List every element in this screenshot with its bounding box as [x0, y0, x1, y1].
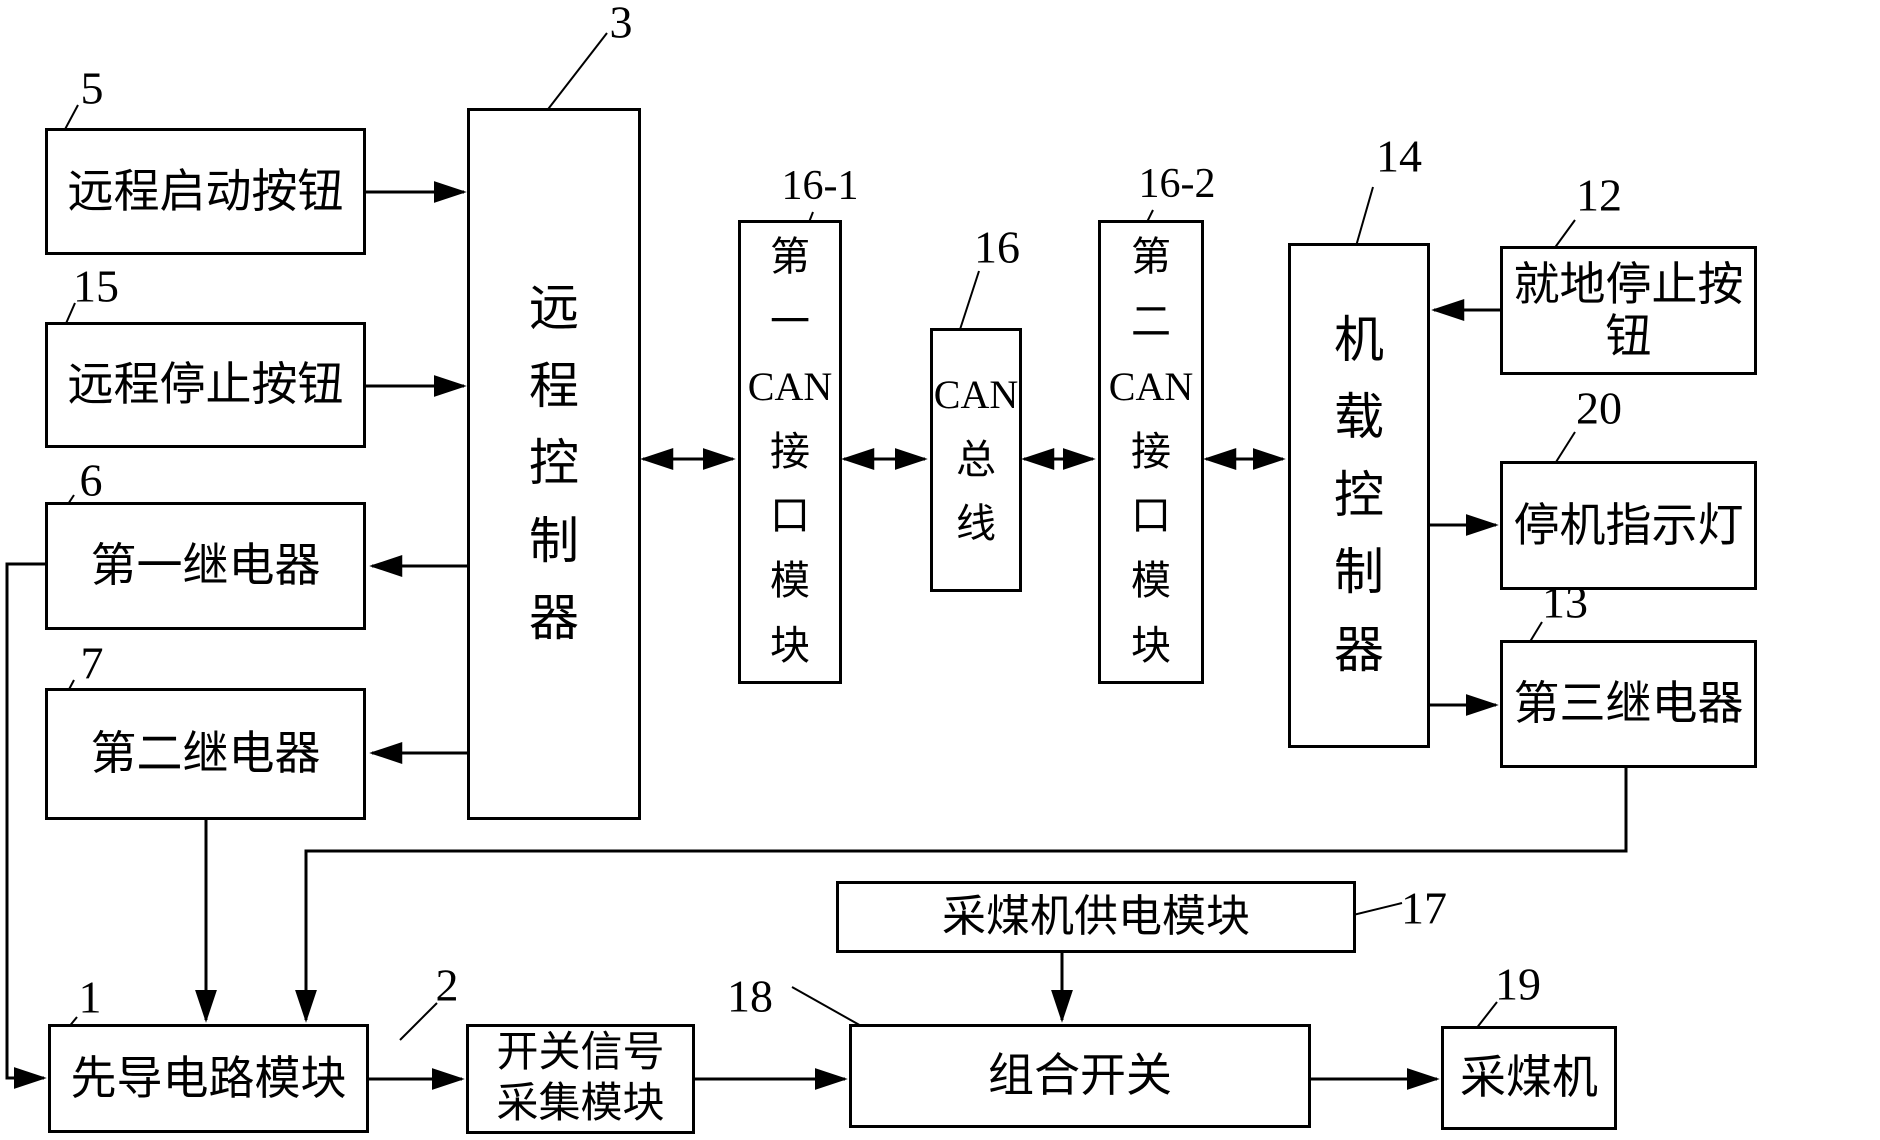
- ref-label-15: 15: [73, 260, 119, 312]
- block-label: CAN 总 线: [933, 371, 1019, 547]
- arrow-third-relay-to-pilot: [295, 768, 1628, 1023]
- ref-label-1: 1: [78, 971, 102, 1023]
- block-local-stop-button: 就地停止按钮: [1500, 246, 1757, 375]
- signal-arrows: [5, 181, 1628, 1090]
- block-coal-shearer: 采煤机: [1441, 1026, 1617, 1130]
- block-shearer-power-supply-module: 采煤机供电模块: [836, 881, 1356, 953]
- ref-label-12: 12: [1576, 169, 1622, 221]
- ref-label-2: 2: [435, 959, 459, 1011]
- ref-label-14: 14: [1376, 130, 1422, 182]
- block-label: 第三继电器: [1513, 678, 1744, 730]
- ref-label-17: 17: [1401, 882, 1447, 934]
- ref-label-20: 20: [1576, 382, 1622, 434]
- block-label: 停机指示灯: [1513, 499, 1744, 551]
- block-second-can-interface-module: 第 二 CAN 接 口 模 块: [1098, 220, 1204, 684]
- block-first-can-interface-module: 第 一 CAN 接 口 模 块: [738, 220, 842, 684]
- block-label: 第 二 CAN 接 口 模 块: [1108, 234, 1194, 668]
- block-remote-start-button: 远程启动按钮: [45, 128, 366, 255]
- ref-label-6: 6: [79, 454, 103, 506]
- ref-label-19: 19: [1495, 958, 1541, 1010]
- block-label: 远程停止按钮: [67, 359, 344, 411]
- block-stop-indicator-light: 停机指示灯: [1500, 461, 1757, 590]
- block-combination-switch: 组合开关: [849, 1024, 1311, 1128]
- leader-2: [399, 1002, 438, 1041]
- block-label: 就地停止按钮: [1513, 258, 1744, 362]
- block-label: 开关信号采集模块: [496, 1029, 665, 1127]
- ref-label-16: 16: [974, 221, 1020, 273]
- block-label: 采煤机: [1460, 1052, 1598, 1104]
- block-second-relay: 第二继电器: [45, 688, 366, 820]
- block-label: 机 载 控 制 器: [1334, 311, 1384, 678]
- block-remote-controller: 远 程 控 制 器: [467, 108, 641, 820]
- block-pilot-circuit-module: 先导电路模块: [48, 1024, 369, 1133]
- block-label: 远 程 控 制 器: [529, 280, 579, 647]
- ref-label-3: 3: [609, 0, 633, 48]
- ref-label-7: 7: [80, 637, 104, 689]
- block-third-relay: 第三继电器: [1500, 640, 1757, 768]
- block-first-relay: 第一继电器: [45, 502, 366, 630]
- block-label: 第 一 CAN 接 口 模 块: [747, 234, 833, 668]
- block-remote-stop-button: 远程停止按钮: [45, 322, 366, 448]
- block-label: 先导电路模块: [70, 1052, 347, 1104]
- ref-label-18: 18: [727, 970, 773, 1022]
- ref-label-5: 5: [80, 62, 104, 114]
- ref-label-16-2: 16-2: [1138, 161, 1216, 207]
- block-label: 组合开关: [988, 1050, 1172, 1102]
- ref-label-13: 13: [1542, 576, 1588, 628]
- arrow-first-relay-to-pilot: [5, 562, 47, 1089]
- block-label: 第二继电器: [90, 728, 321, 780]
- block-switch-signal-acquisition-module: 开关信号采集模块: [466, 1024, 695, 1134]
- block-can-bus: CAN 总 线: [930, 328, 1022, 592]
- block-label: 第一继电器: [90, 540, 321, 592]
- block-label: 采煤机供电模块: [942, 892, 1250, 942]
- block-label: 远程启动按钮: [67, 165, 344, 217]
- ref-label-16-1: 16-1: [781, 163, 859, 209]
- block-onboard-controller: 机 载 控 制 器: [1288, 243, 1430, 748]
